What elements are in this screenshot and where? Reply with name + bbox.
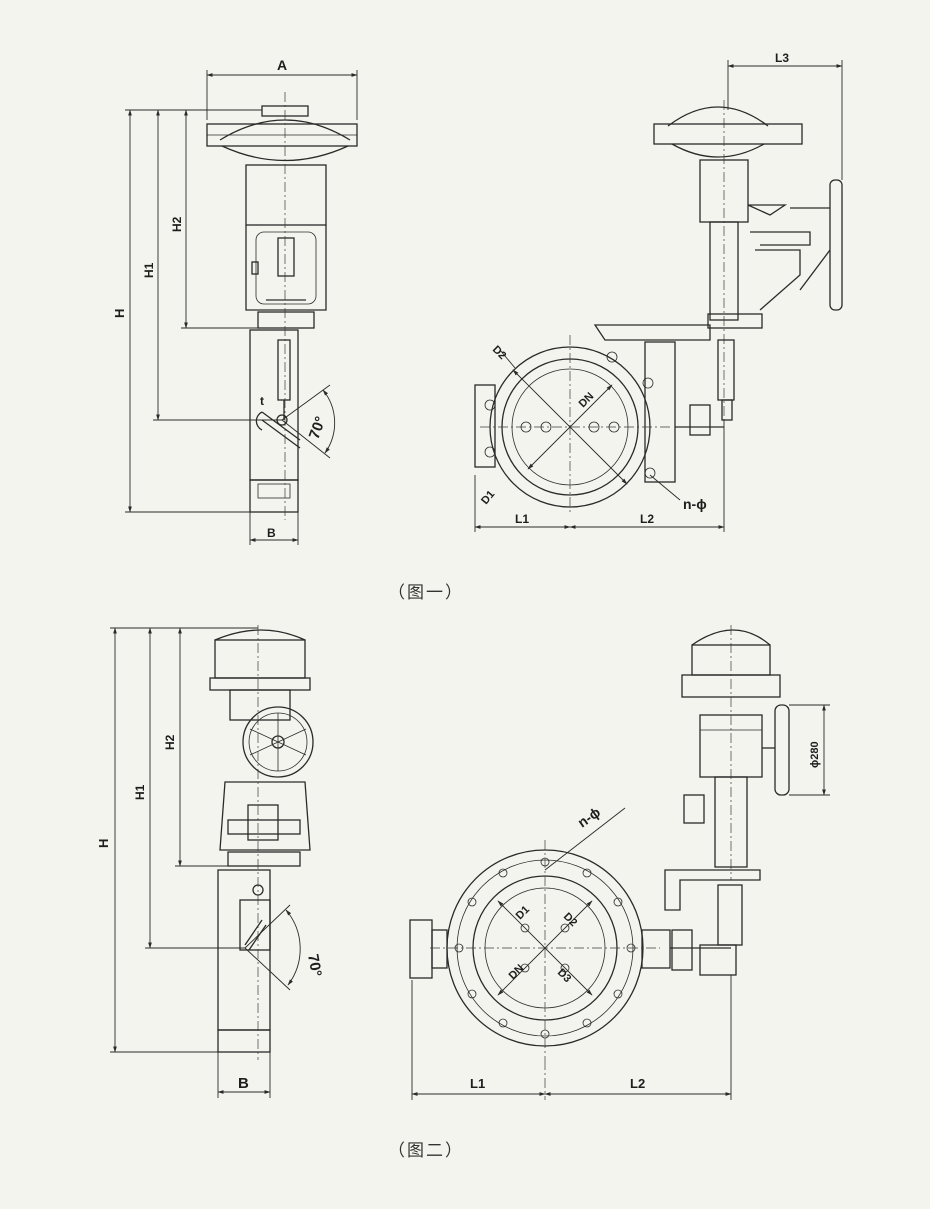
fig2-label-H2: H2 bbox=[163, 734, 177, 750]
fig1-label-L2: L2 bbox=[640, 512, 654, 526]
fig2-label-n-phi: n-ϕ bbox=[575, 804, 604, 831]
fig2-label-B: B bbox=[238, 1075, 249, 1092]
fig1-label-D2: D2 bbox=[490, 344, 508, 362]
fig1-label-t: t bbox=[260, 394, 264, 408]
fig2-label-H1: H1 bbox=[133, 784, 147, 800]
fig2-label-D2: D2 bbox=[561, 911, 579, 929]
fig1-label-H1: H1 bbox=[142, 262, 156, 278]
fig1-label-L3: L3 bbox=[775, 51, 789, 65]
fig1-label-DN: DN bbox=[577, 390, 597, 410]
fig1-label-H2: H2 bbox=[170, 216, 184, 232]
fig2-label-DN: DN bbox=[507, 962, 527, 982]
fig2-label-L2: L2 bbox=[630, 1076, 645, 1091]
fig2-caption: （图二） bbox=[388, 1141, 464, 1161]
fig1-front-view bbox=[474, 60, 843, 532]
fig1-label-A: A bbox=[277, 57, 287, 73]
fig1-label-L1: L1 bbox=[515, 512, 529, 526]
fig2-label-angle: 70° bbox=[304, 953, 325, 978]
fig2-label-handwheel-dia: ϕ280 bbox=[809, 741, 821, 768]
fig1-label-B: B bbox=[267, 526, 276, 540]
fig1-caption: （图一） bbox=[388, 583, 464, 603]
bolt-holes bbox=[454, 857, 636, 1039]
fig1-label-angle: 70° bbox=[306, 414, 330, 441]
fig2-label-L1: L1 bbox=[470, 1076, 485, 1091]
fig1-label-n-phi: n-ϕ bbox=[683, 496, 707, 512]
fig2-labels: H H1 H2 B 70° L1 L2 D1 D2 D3 DN n-ϕ ϕ280 bbox=[96, 734, 821, 1092]
fig2-label-D3: D3 bbox=[555, 967, 573, 985]
fig1-label-H: H bbox=[112, 309, 127, 318]
fig1-side-view bbox=[125, 70, 358, 545]
fig2-label-H: H bbox=[96, 839, 111, 848]
fig2-side-view bbox=[110, 625, 314, 1098]
fig1-label-D1: D1 bbox=[479, 488, 497, 506]
fig2-front-view bbox=[409, 625, 830, 1100]
